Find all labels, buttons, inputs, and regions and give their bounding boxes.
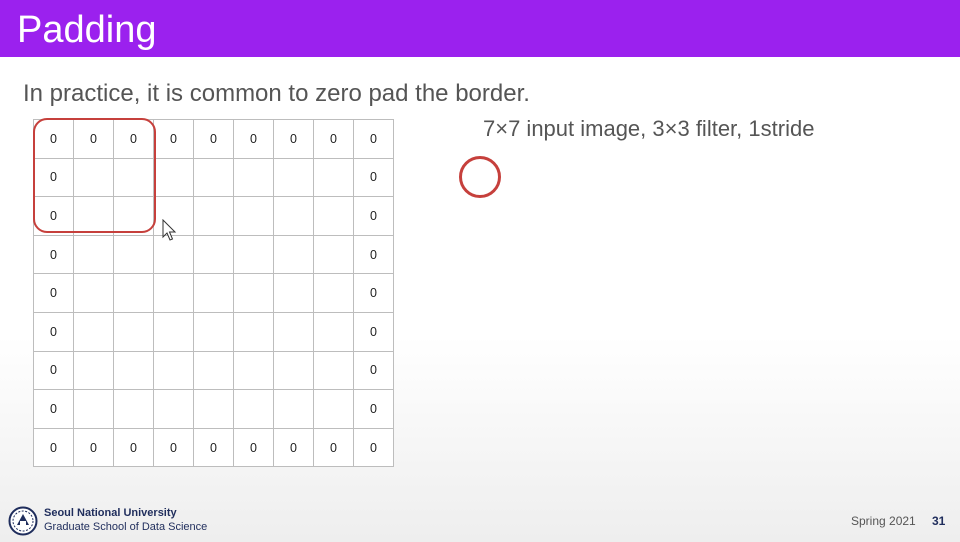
- grid-cell: 0: [153, 119, 194, 159]
- mouse-pointer-icon: [162, 219, 177, 241]
- grid-cell: 0: [353, 389, 394, 429]
- school-name: Graduate School of Data Science: [44, 521, 208, 533]
- grid-cell: [233, 273, 274, 313]
- grid-cell: 0: [273, 427, 314, 468]
- grid-cell: [313, 350, 354, 391]
- grid-cell: [73, 311, 114, 352]
- grid-cell: [313, 273, 354, 313]
- filter-highlight-box: [33, 118, 156, 233]
- grid-cell: [233, 196, 274, 236]
- grid-cell: [153, 350, 194, 391]
- page-number: 31: [932, 514, 946, 528]
- grid-cell: [233, 350, 274, 391]
- grid-cell: [113, 273, 154, 313]
- grid-cell: [73, 234, 114, 275]
- grid-cell: 0: [33, 157, 74, 198]
- grid-cell: [113, 311, 154, 352]
- slide-description: 7×7 input image, 3×3 filter, 1stride: [483, 116, 815, 141]
- grid-cell: 0: [33, 234, 74, 275]
- grid-cell: [273, 196, 314, 236]
- grid-cell: [193, 389, 234, 429]
- grid-cell: [113, 157, 154, 198]
- grid-cell: [113, 234, 154, 275]
- grid-cell: [193, 196, 234, 236]
- term-label: Spring 2021: [851, 514, 916, 528]
- grid-cell: 0: [193, 119, 234, 159]
- grid-cell: 0: [353, 273, 394, 313]
- grid-cell: 0: [233, 119, 274, 159]
- grid-cell: 0: [353, 234, 394, 275]
- grid-cell: [193, 273, 234, 313]
- grid-cell: 0: [73, 427, 114, 468]
- slide-title: Padding: [17, 9, 157, 51]
- grid-cell: 0: [353, 350, 394, 391]
- grid-cell: 0: [313, 119, 354, 159]
- grid-cell: [153, 273, 194, 313]
- grid-cell: 0: [33, 311, 74, 352]
- grid-cell: [233, 311, 274, 352]
- grid-cell: [73, 273, 114, 313]
- grid-cell: [313, 196, 354, 236]
- grid-cell: [73, 196, 114, 236]
- grid-cell: 0: [113, 427, 154, 468]
- grid-cell: [153, 389, 194, 429]
- grid-cell: 0: [33, 350, 74, 391]
- grid-cell: [193, 350, 234, 391]
- grid-cell: 0: [153, 427, 194, 468]
- grid-cell: 0: [33, 389, 74, 429]
- snu-emblem-icon: [8, 506, 38, 536]
- grid-cell: [153, 311, 194, 352]
- grid-cell: [313, 311, 354, 352]
- grid-cell: [273, 234, 314, 275]
- grid-cell: [313, 157, 354, 198]
- grid-cell: 0: [353, 119, 394, 159]
- grid-cell: 0: [353, 311, 394, 352]
- grid-cell: 0: [33, 273, 74, 313]
- grid-cell: 0: [33, 427, 74, 468]
- grid-cell: 0: [233, 427, 274, 468]
- grid-cell: [73, 350, 114, 391]
- slide-subtitle: In practice, it is common to zero pad th…: [23, 80, 530, 107]
- grid-cell: [193, 311, 234, 352]
- university-name: Seoul National University: [44, 507, 177, 519]
- grid-cell: [153, 157, 194, 198]
- grid-cell: [73, 389, 114, 429]
- annotation-circle: [459, 156, 501, 198]
- grid-cell: 0: [353, 196, 394, 236]
- grid-cell: [233, 234, 274, 275]
- grid-cell: [313, 389, 354, 429]
- title-bar: Padding: [0, 0, 960, 57]
- grid-cell: [273, 157, 314, 198]
- grid-cell: [313, 234, 354, 275]
- grid-cell: [273, 389, 314, 429]
- grid-cell: [113, 389, 154, 429]
- grid-cell: [233, 157, 274, 198]
- grid-cell: [113, 350, 154, 391]
- grid-cell: [273, 350, 314, 391]
- grid-cell: [233, 389, 274, 429]
- grid-cell: 0: [353, 427, 394, 468]
- grid-cell: 0: [193, 427, 234, 468]
- grid-cell: 0: [353, 157, 394, 198]
- grid-cell: 0: [273, 119, 314, 159]
- grid-cell: [273, 311, 314, 352]
- grid-cell: 0: [73, 119, 114, 159]
- grid-cell: [193, 157, 234, 198]
- grid-cell: 0: [313, 427, 354, 468]
- grid-cell: [193, 234, 234, 275]
- grid-cell: [273, 273, 314, 313]
- grid-cell: [73, 157, 114, 198]
